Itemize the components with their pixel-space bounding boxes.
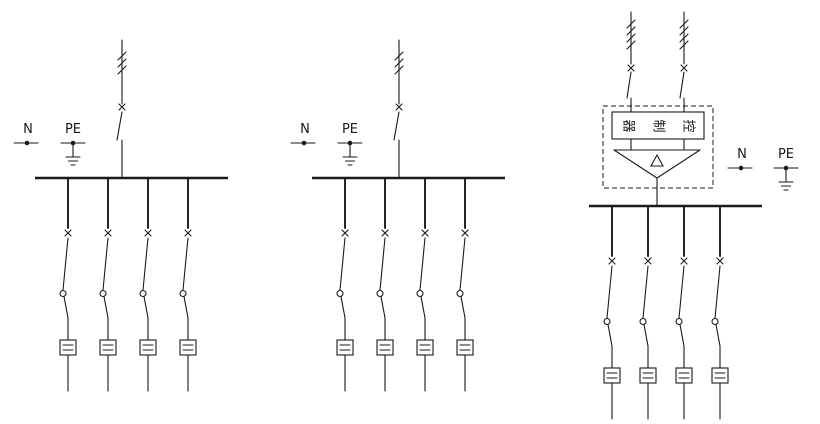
feeder-branch xyxy=(336,177,354,392)
earth-symbol-icon xyxy=(65,142,81,166)
controller-rect xyxy=(611,111,705,140)
incoming-feeder-symbol xyxy=(679,11,689,113)
pe-label: PE xyxy=(778,147,794,162)
pe-label: PE xyxy=(65,122,81,137)
feeder-branch xyxy=(179,177,197,392)
pe-terminal: PE xyxy=(773,147,799,191)
feeder-branch xyxy=(376,177,394,392)
feeder-branch xyxy=(59,177,77,392)
neutral-terminal: N xyxy=(290,122,316,146)
feeder-branch xyxy=(639,205,657,420)
controller-char: 制 xyxy=(651,119,666,132)
n-label: N xyxy=(737,147,747,162)
pe-label: PE xyxy=(342,122,358,137)
controller-char: 器 xyxy=(621,119,636,132)
controller-char: 控 xyxy=(681,119,696,132)
distribution-panel-2: N PE xyxy=(290,39,505,392)
pe-terminal: PE xyxy=(60,122,86,166)
earth-symbol-icon xyxy=(778,167,794,191)
feeder-branch xyxy=(99,177,117,392)
delta-icon xyxy=(650,153,664,167)
pe-terminal: PE xyxy=(337,122,363,166)
n-label: N xyxy=(23,122,33,137)
earth-symbol-icon xyxy=(342,142,358,166)
neutral-terminal: N xyxy=(13,122,39,146)
ats-panel: 器 制 控 N PE xyxy=(589,11,799,420)
neutral-terminal: N xyxy=(727,147,753,171)
incoming-feeder-symbol xyxy=(626,11,636,113)
distribution-panel-1: N PE xyxy=(13,39,228,392)
feeder-branch xyxy=(711,205,729,420)
ats-enclosure-outline xyxy=(602,105,714,189)
neutral-dot-icon xyxy=(738,165,744,171)
neutral-dot-icon xyxy=(301,140,307,146)
feeder-branch xyxy=(456,177,474,392)
feeder-branch xyxy=(139,177,157,392)
transfer-switch-symbol xyxy=(613,138,701,179)
feeder-branch xyxy=(603,205,621,420)
feeder-branch xyxy=(675,205,693,420)
n-label: N xyxy=(300,122,310,137)
incoming-feeder-symbol xyxy=(393,39,404,179)
feeder-branch xyxy=(416,177,434,392)
neutral-dot-icon xyxy=(24,140,30,146)
incoming-feeder-symbol xyxy=(116,39,127,179)
ats-controller-box: 器 制 控 xyxy=(602,105,714,189)
